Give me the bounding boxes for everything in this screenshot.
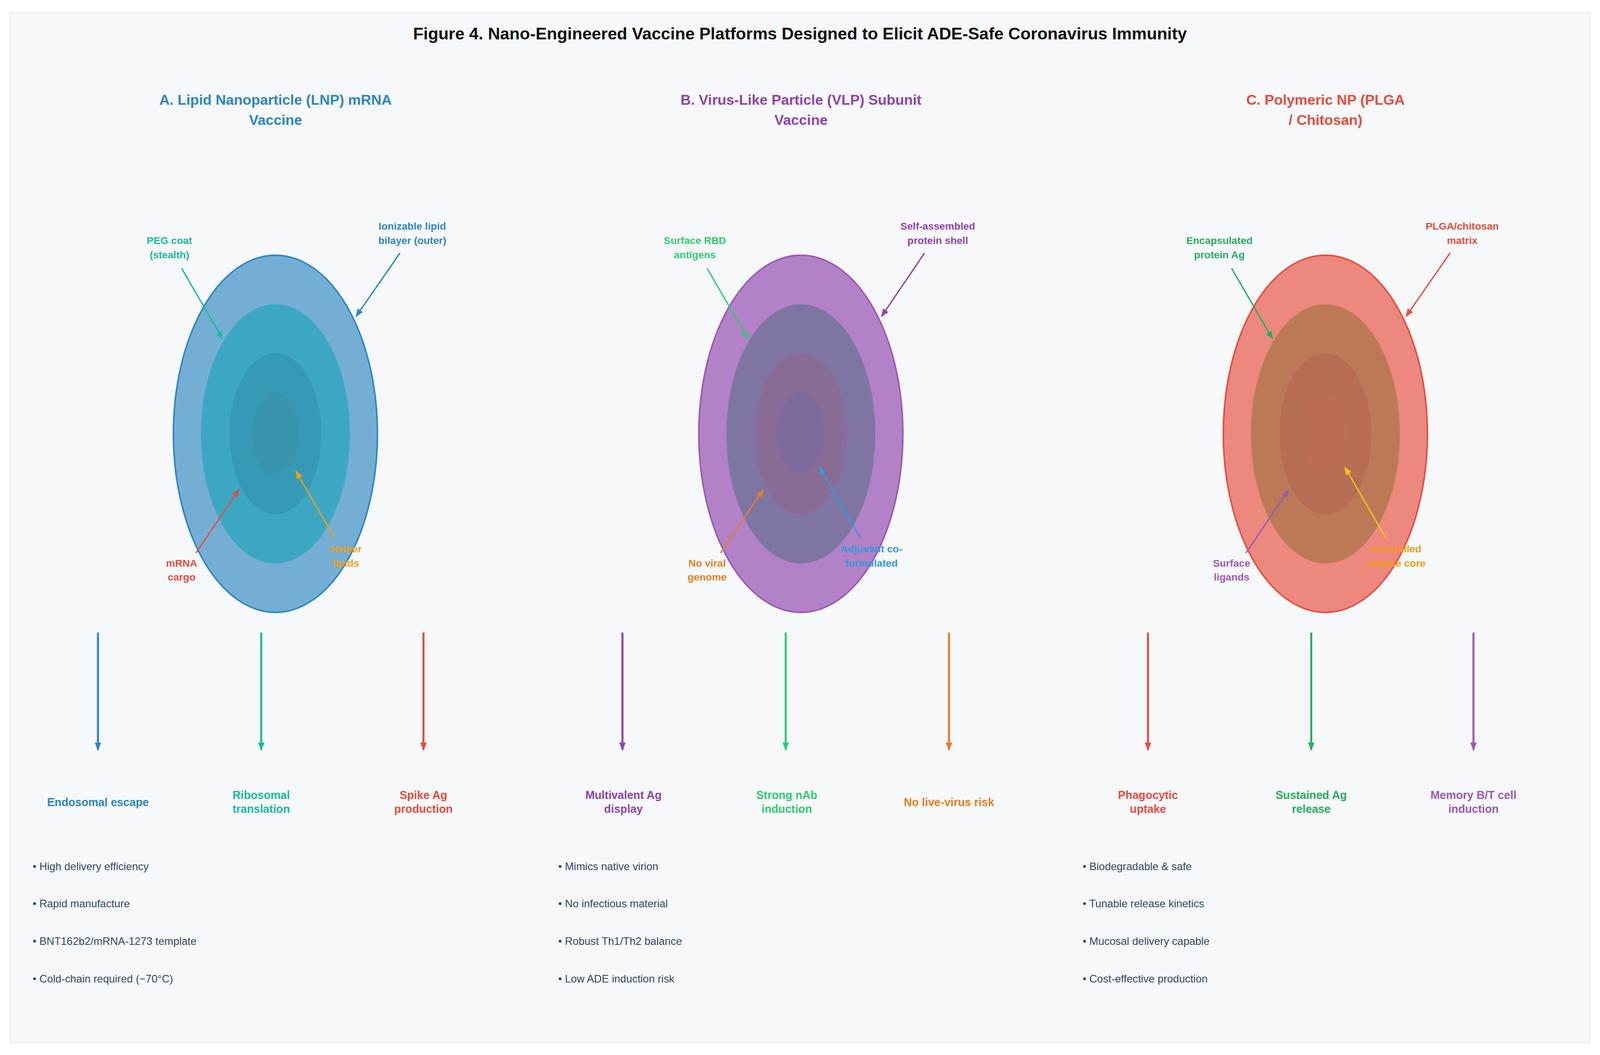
bullet-note: • Robust Th1/Th2 balance (558, 934, 683, 949)
outcome-label: Phagocytic uptake (1099, 788, 1197, 816)
outcome-label: Sustained Ag release (1260, 788, 1363, 816)
bullet-note: • High delivery efficiency (32, 859, 149, 874)
outcome-label: Strong nAb induction (735, 788, 838, 816)
callout-label: Helper lipids (323, 541, 370, 571)
outcome-arrow (947, 632, 951, 750)
bullet-note: • Rapid manufacture (32, 896, 130, 911)
platform-heading: A. Lipid Nanoparticle (LNP) mRNA Vaccine (148, 89, 404, 131)
outcome-label: Memory B/T cell induction (1427, 788, 1520, 816)
outcome-arrow (260, 632, 263, 750)
outcome-arrow (1147, 632, 1150, 750)
callout-label: Ionizable lipid bilayer (outer) (363, 219, 461, 248)
callout-label: PLGA/chitosan matrix (1416, 219, 1509, 248)
callout-label: Controlled release core (1355, 541, 1437, 571)
bullet-note: • BNT162b2/mRNA-1273 template (32, 934, 197, 949)
outcome-arrow (1472, 632, 1475, 750)
leader-line (356, 252, 401, 316)
outcome-arrow (1309, 632, 1313, 750)
particle-layer (200, 303, 350, 564)
callout-label: Surface RBD antigens (653, 233, 736, 263)
leader-line (181, 268, 223, 339)
platform-heading: B. Virus-Like Particle (VLP) Subunit Vac… (673, 89, 929, 131)
leader-line (1344, 467, 1386, 538)
leader-line (819, 467, 861, 538)
outcome-label: Endosomal escape (46, 795, 150, 810)
bullet-note: • Biodegradable & safe (1082, 859, 1192, 874)
bullet-note: • Low ADE induction risk (558, 971, 675, 986)
leader-line (720, 489, 764, 553)
outcome-label: Multivalent Ag display (572, 788, 675, 816)
outcome-label: No live-virus risk (900, 795, 998, 810)
particle-layer (1301, 392, 1349, 475)
figure-panel (10, 12, 1590, 1043)
callout-label: PEG coat (stealth) (136, 233, 203, 263)
callout-label: No viral genome (678, 556, 735, 585)
outcome-label: Spike Ag production (372, 788, 475, 816)
platform-node: B. Virus-Like Particle (VLP) Subunit Vac… (668, 86, 934, 618)
leader-line (196, 489, 239, 553)
bullet-note: • Tunable release kinetics (1082, 896, 1205, 911)
callout-label: Surface ligands (1203, 556, 1260, 585)
outcome-arrow (621, 632, 624, 750)
particle-ellipse (1192, 86, 1459, 618)
callout-label: Adjuvant co-formulated (827, 541, 915, 571)
outcome-label: Ribosomal translation (210, 788, 313, 816)
leader-line (707, 268, 748, 339)
bullet-note: • Cost-effective production (1082, 971, 1208, 986)
figure-title: Figure 4. Nano-Engineered Vaccine Platfo… (413, 24, 1187, 44)
callout-label: Encapsulated protein Ag (1176, 233, 1263, 263)
bullet-note: • Mucosal delivery capable (1082, 934, 1210, 949)
bullet-note: • No infectious material (558, 896, 668, 911)
leader-line (295, 471, 335, 538)
platform-node: A. Lipid Nanoparticle (LNP) mRNA Vaccine (142, 86, 409, 618)
particle-ellipse (668, 86, 934, 618)
outcome-arrow (784, 632, 787, 750)
outcome-arrow (422, 632, 425, 750)
particle-layer (726, 303, 876, 564)
particle-layer (251, 392, 299, 475)
particle-layer (1250, 303, 1400, 564)
leader-line (1231, 268, 1273, 339)
callout-label: Self-assembled protein shell (889, 219, 987, 248)
leader-line (881, 252, 925, 316)
particle-ellipse (142, 86, 409, 618)
platform-heading: C. Polymeric NP (PLGA / Chitosan) (1243, 89, 1408, 131)
outcome-arrow (97, 632, 100, 750)
particle-layer (173, 255, 378, 613)
platform-node: C. Polymeric NP (PLGA / Chitosan) (1192, 86, 1459, 618)
bullet-note: • Cold-chain required (−70°C) (32, 971, 174, 986)
callout-label: mRNA cargo (161, 556, 202, 585)
particle-layer (777, 392, 825, 475)
bullet-note: • Mimics native virion (558, 859, 659, 874)
leader-line (1406, 252, 1451, 316)
leader-line (1245, 489, 1289, 553)
